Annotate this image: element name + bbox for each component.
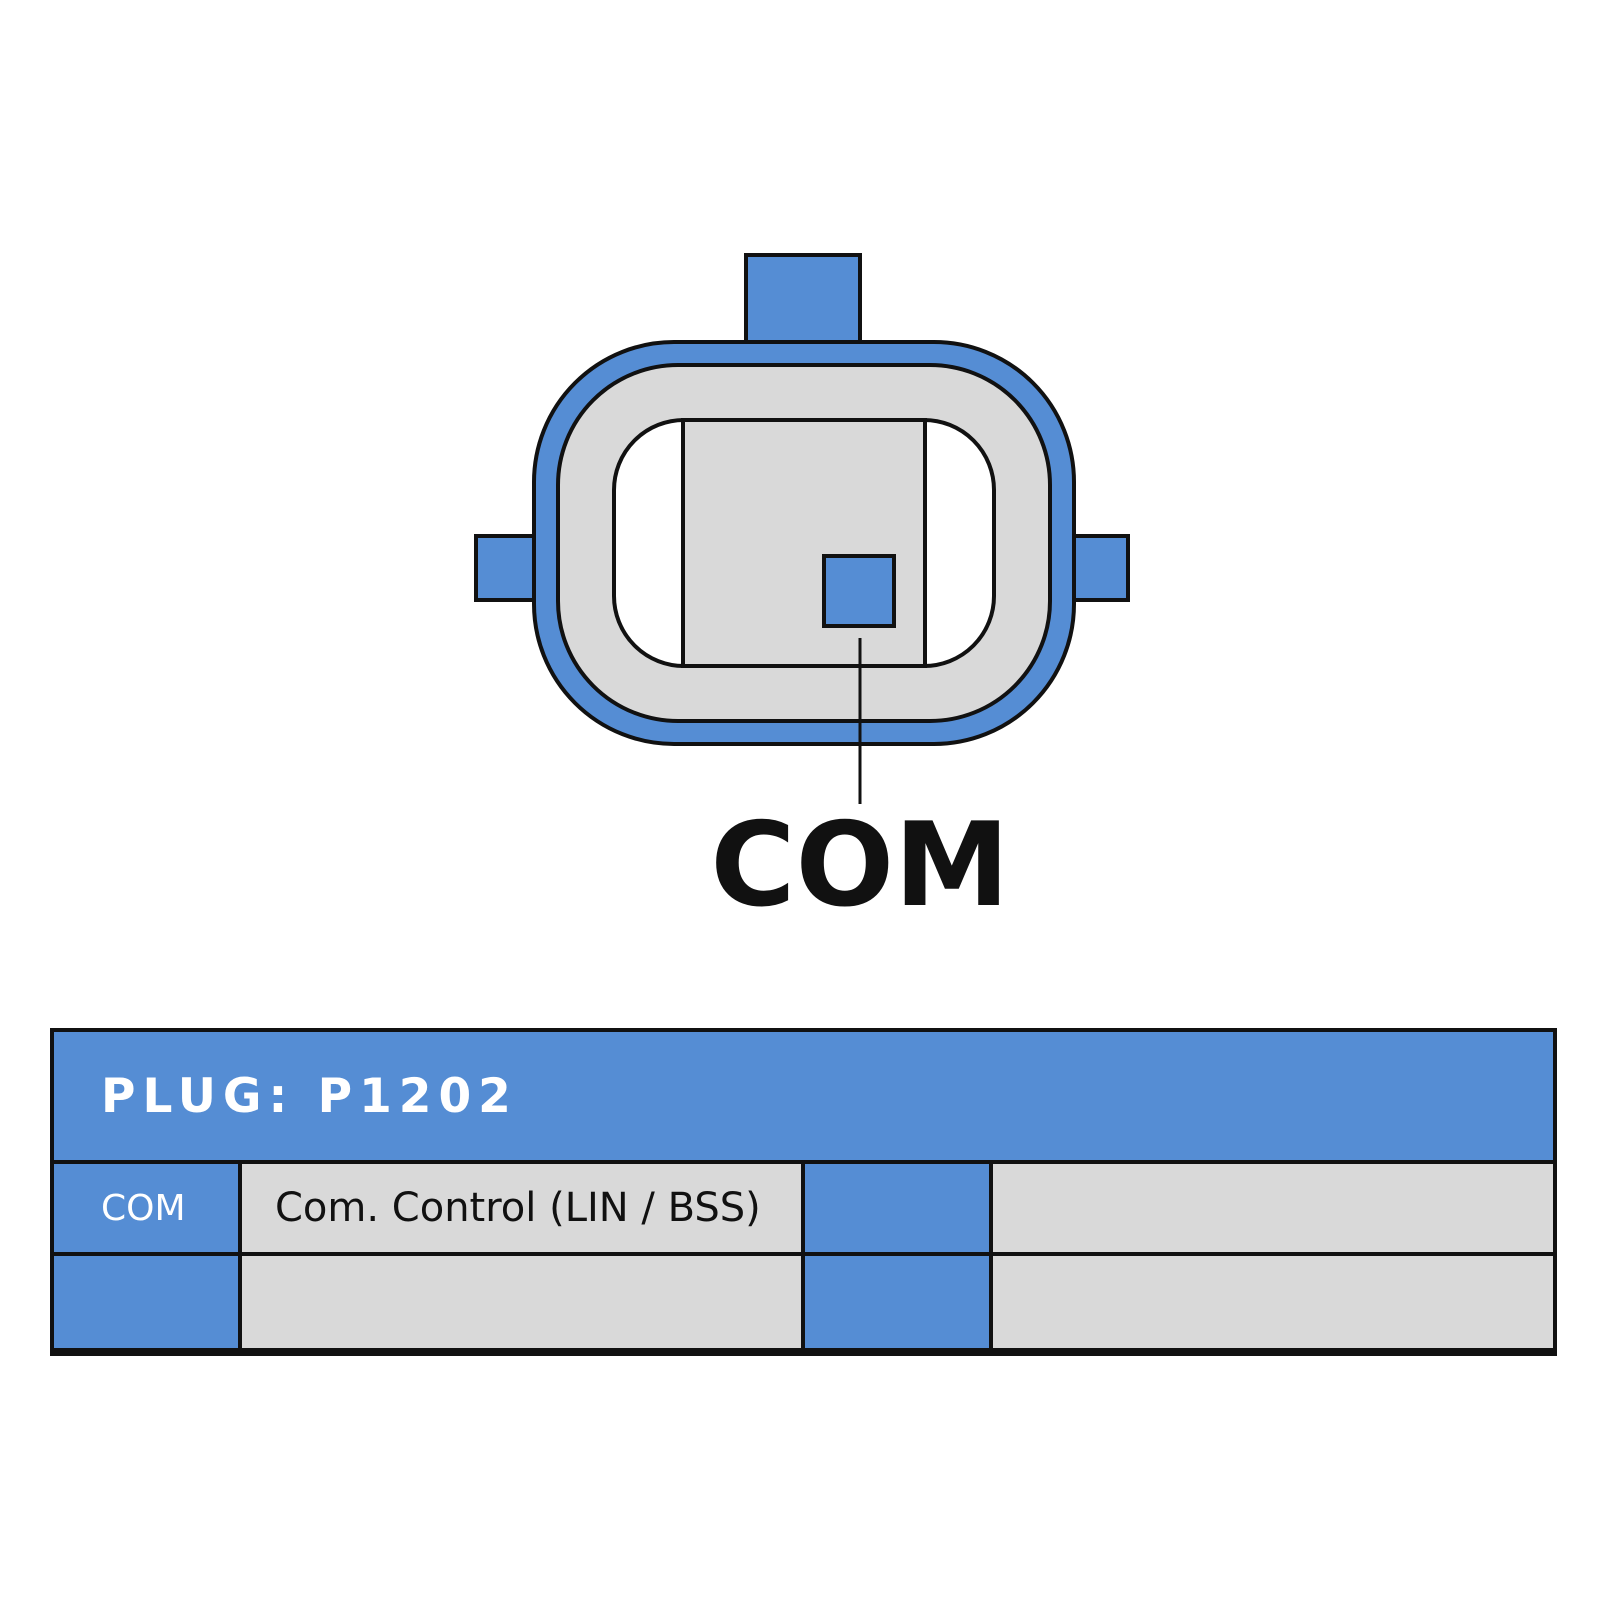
com-terminal bbox=[822, 554, 896, 628]
row1-pin1-desc: Com. Control (LIN / BSS) bbox=[242, 1164, 801, 1252]
table-header: PLUG: P1202 bbox=[54, 1032, 1553, 1160]
connector-key-block bbox=[681, 418, 927, 668]
row1-pin2-code bbox=[805, 1164, 989, 1252]
row2-pin2-code bbox=[805, 1256, 989, 1348]
pin-table: PLUG: P1202 COM Com. Control (LIN / BSS) bbox=[50, 1028, 1557, 1356]
row2-pin1-desc bbox=[242, 1256, 801, 1348]
row2-pin1-code bbox=[54, 1256, 238, 1348]
connector-top-tab bbox=[744, 253, 862, 347]
row1-pin1-code: COM bbox=[54, 1164, 238, 1252]
connector-diagram: COM bbox=[474, 253, 1130, 933]
row1-pin2-desc bbox=[993, 1164, 1553, 1252]
row2-pin2-desc bbox=[993, 1256, 1553, 1348]
com-pin-label: COM bbox=[710, 798, 1009, 933]
